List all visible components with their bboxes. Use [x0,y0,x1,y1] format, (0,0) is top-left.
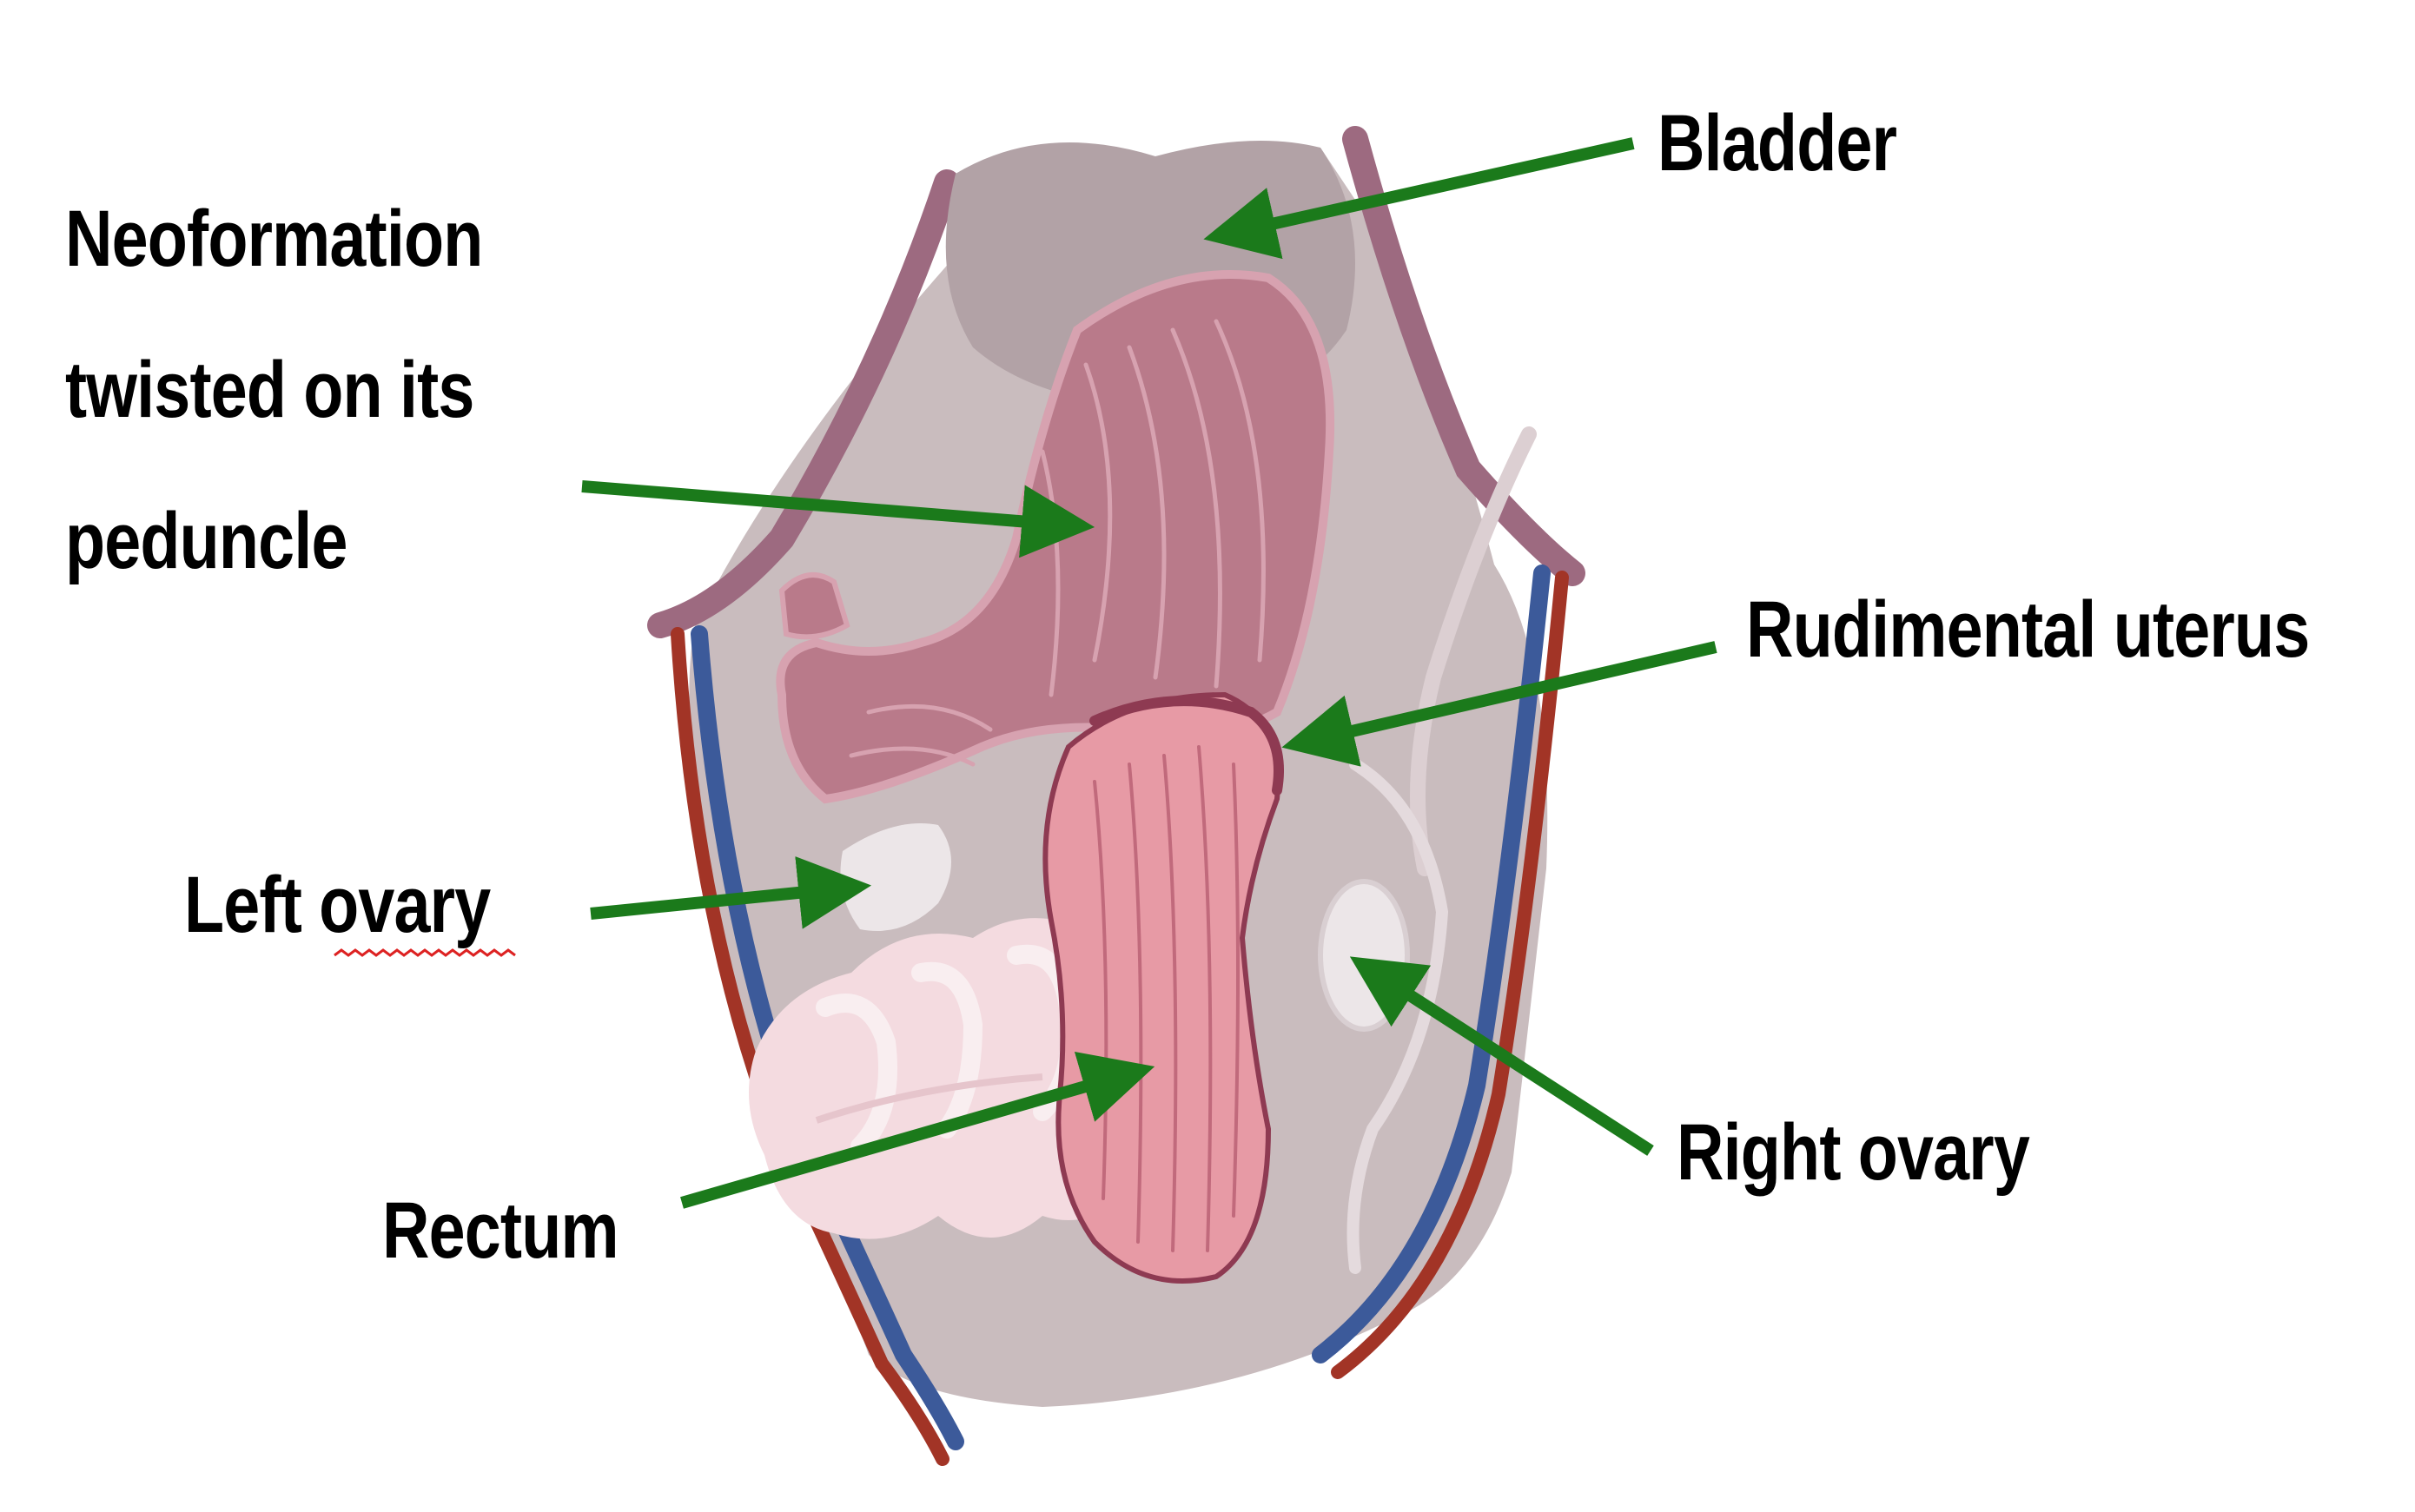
right-uterine-horn [1410,426,1537,876]
label-bladder: Bladder [1657,99,1897,188]
right-artery [1331,571,1569,1379]
label-neoformation-line3: peduncle [65,497,347,585]
body-wall-right [1342,126,1585,586]
arrow-bladder [1203,137,1635,260]
peduncle-stub [778,572,850,640]
label-left-ovary: Left ovary [184,861,491,949]
arrow-neoformation [581,480,1095,558]
arrow-right-ovary [1349,956,1654,1156]
arrow-left-ovary [590,856,872,929]
body-wall-left [647,169,960,638]
spellcheck-squiggle [334,948,516,957]
arrow-rectum [680,1051,1155,1209]
label-rudimental-uterus: Rudimental uterus [1746,585,2310,674]
arrow-rudimental-uterus [1281,641,1717,767]
rectum-rim [1089,696,1284,796]
rectum-texture [1093,745,1240,1252]
right-vein [1312,565,1551,1363]
label-rectum: Rectum [382,1186,619,1275]
right-ovary-shape [1318,879,1410,1032]
label-neoformation-line1: Neoformation [65,195,483,283]
label-neoformation-line2: twisted on its [65,346,474,434]
neoformation-texture [849,319,1266,767]
rectum-shape [1042,691,1281,1284]
label-right-ovary: Right ovary [1677,1108,2030,1197]
